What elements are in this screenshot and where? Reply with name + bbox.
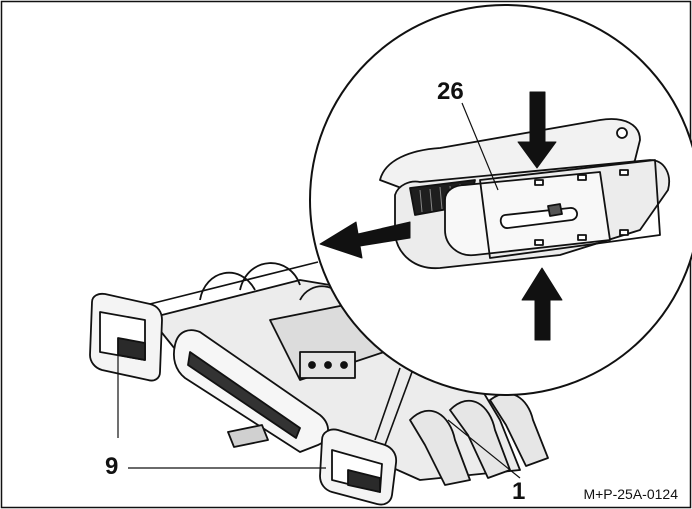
wheel-rail-front-1 <box>409 409 471 486</box>
magnifier-line-upper <box>149 261 319 305</box>
hitch-bolt <box>324 361 332 369</box>
leader-line-1 <box>447 419 521 479</box>
leader-lines <box>117 102 521 479</box>
latch-slot-mark <box>547 203 563 217</box>
figure-code: M+P-25A-0124 <box>583 486 678 502</box>
detail-rib <box>419 183 463 213</box>
arrow-left-icon <box>319 221 411 259</box>
tail-light-right-lens-dark <box>347 469 381 493</box>
foot-pedal <box>227 424 269 448</box>
rail-notch <box>534 239 544 246</box>
detail-screw <box>616 127 628 139</box>
magnifier-line-lower-2 <box>374 367 401 441</box>
hitch-bolt <box>340 361 348 369</box>
detail-view <box>379 118 670 269</box>
tail-light-left <box>89 292 163 382</box>
tail-light-left-lens-dark <box>117 337 146 361</box>
callout-26: 26 <box>437 78 464 105</box>
hitch-bolt <box>308 361 316 369</box>
license-plate-slot <box>187 351 301 439</box>
rail-notch <box>534 179 544 186</box>
wheel-rail-front-2 <box>449 399 511 479</box>
rail-notch <box>619 169 629 176</box>
arrow-down-icon <box>517 91 557 169</box>
rail-notch <box>577 234 587 241</box>
callout-9: 9 <box>105 453 119 480</box>
rail-notch <box>577 174 587 181</box>
detail-arrows <box>319 91 563 341</box>
arrow-up-icon <box>521 267 563 341</box>
leader-line-26 <box>461 102 499 191</box>
tail-light-right <box>319 428 398 506</box>
detail-rail <box>479 159 661 259</box>
rail-notch <box>619 229 629 236</box>
magnifier-line-lower <box>384 371 413 446</box>
callout-1: 1 <box>512 478 526 505</box>
